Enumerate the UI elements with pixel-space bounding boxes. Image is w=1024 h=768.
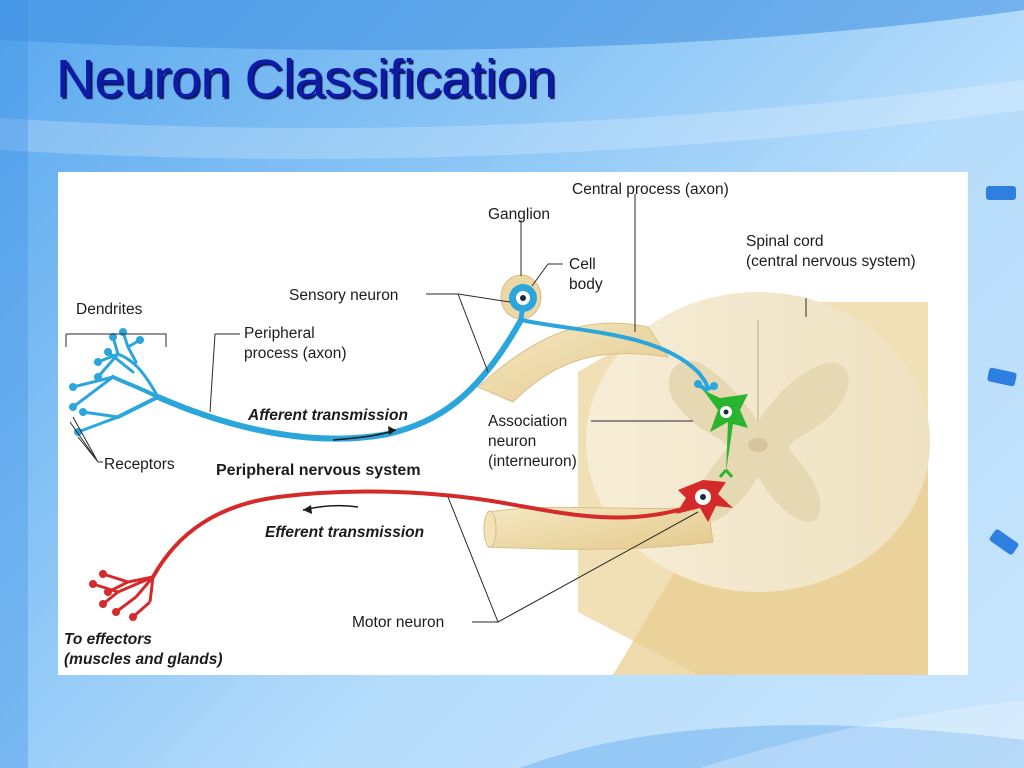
label-central-process: Central process (axon) — [572, 181, 729, 198]
label-ganglion: Ganglion — [488, 206, 550, 223]
label-spinal-cord-line1: Spinal cord — [746, 233, 824, 250]
motor-neuron — [89, 480, 733, 621]
label-peripheral-process-line1: Peripheral — [244, 325, 315, 342]
label-association-line1: Association — [488, 413, 567, 430]
label-afferent-transmission: Afferent transmission — [247, 407, 408, 424]
label-cell-body-line2: body — [569, 276, 603, 293]
label-receptors: Receptors — [104, 456, 175, 473]
label-association-line3: (interneuron) — [488, 453, 577, 470]
sensory-neuron — [71, 299, 709, 442]
decorative-bullets — [986, 186, 1019, 555]
association-neuron — [703, 390, 748, 478]
spinal-cord — [578, 292, 930, 675]
sensory-cell-body — [509, 284, 537, 312]
label-peripheral-process-line2: process (axon) — [244, 345, 347, 362]
ventral-root — [487, 506, 714, 550]
label-association-line2: neuron — [488, 433, 536, 450]
dorsal-root — [477, 322, 670, 403]
neuron-diagram: Central process (axon) Ganglion Cell bod… — [58, 172, 968, 675]
label-effectors-line1: To effectors — [64, 631, 152, 648]
label-dendrites: Dendrites — [76, 301, 143, 318]
label-sensory-neuron: Sensory neuron — [289, 287, 398, 304]
slide-title: Neuron Classification — [56, 49, 556, 109]
label-peripheral-nervous-system: Peripheral nervous system — [216, 462, 421, 479]
label-effectors-line2: (muscles and glands) — [64, 651, 222, 668]
leader-lines — [65, 194, 807, 623]
afferent-arrow — [332, 426, 397, 441]
label-motor-neuron: Motor neuron — [352, 614, 444, 631]
label-cell-body-line1: Cell — [569, 256, 596, 273]
label-spinal-cord-line2: (central nervous system) — [746, 253, 916, 270]
label-efferent-transmission: Efferent transmission — [265, 524, 424, 541]
efferent-arrow — [302, 504, 359, 514]
